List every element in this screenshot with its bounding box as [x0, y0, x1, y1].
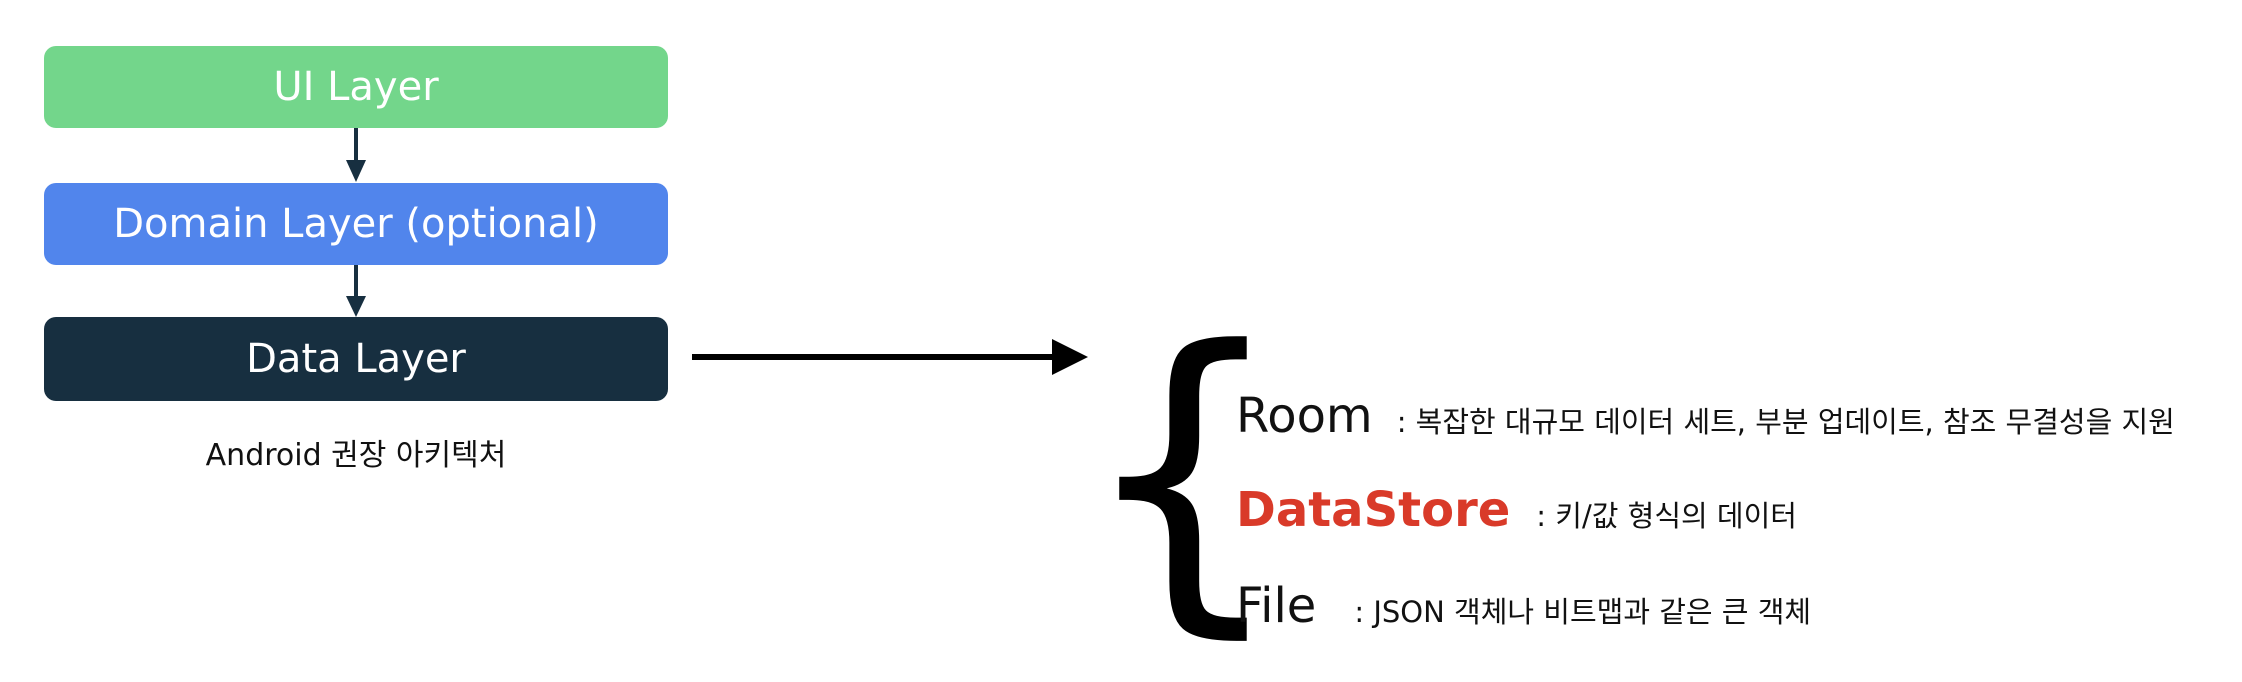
room-label: Room — [1236, 388, 1373, 444]
domain-layer-box: Domain Layer (optional) — [44, 183, 668, 265]
ui-to-domain-arrow-head — [346, 160, 366, 182]
architecture-caption: Android 권장 아키텍처 — [205, 438, 507, 473]
storage-row-file: File : JSON 객체나 비트맵과 같은 큰 객체 — [1236, 578, 1811, 634]
curly-brace: { — [1078, 281, 1288, 665]
storage-row-room: Room : 복잡한 대규모 데이터 세트, 부분 업데이트, 참조 무결성을 … — [1236, 388, 2175, 444]
ui-layer-label: UI Layer — [273, 64, 439, 110]
datastore-description: : 키/값 형식의 데이터 — [1536, 499, 1797, 533]
domain-to-data-arrow-head — [346, 296, 366, 317]
room-description: : 복잡한 대규모 데이터 세트, 부분 업데이트, 참조 무결성을 지원 — [1396, 405, 2175, 439]
storage-row-datastore: DataStore : 키/값 형식의 데이터 — [1236, 482, 1797, 538]
domain-layer-label: Domain Layer (optional) — [113, 201, 599, 247]
datastore-label: DataStore — [1236, 482, 1511, 538]
data-layer-box: Data Layer — [44, 317, 668, 401]
data-layer-label: Data Layer — [246, 336, 466, 382]
file-description: : JSON 객체나 비트맵과 같은 큰 객체 — [1354, 595, 1812, 629]
data-to-storage-arrow-head — [1052, 339, 1088, 375]
ui-layer-box: UI Layer — [44, 46, 668, 128]
file-label: File — [1236, 578, 1317, 634]
